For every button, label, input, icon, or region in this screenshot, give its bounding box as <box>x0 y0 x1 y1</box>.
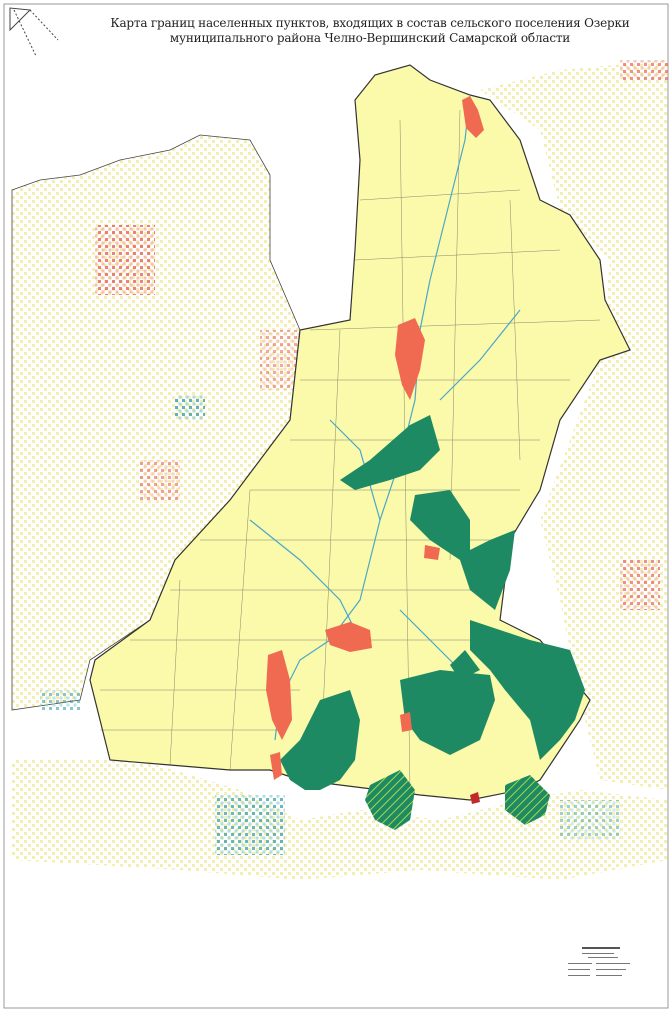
map-title: Карта границ населенных пунктов, входящи… <box>90 16 650 46</box>
forest-area <box>410 490 515 610</box>
cultivated-forest-area <box>505 775 550 825</box>
cultivated-forest-area <box>365 770 415 830</box>
north-arrow-icon <box>9 7 59 57</box>
settlement-area <box>270 752 282 780</box>
forest-area <box>280 690 360 790</box>
patch-teal <box>175 395 205 420</box>
patch-red <box>95 225 155 295</box>
forest-area <box>340 415 440 490</box>
patch-red <box>620 60 668 80</box>
patch-red <box>140 460 180 500</box>
settlement-area <box>424 545 440 560</box>
settlement-area <box>470 792 480 804</box>
forest-area <box>450 650 480 680</box>
patch-red <box>620 560 660 610</box>
settlement-area <box>462 96 484 138</box>
settlement-area <box>400 712 412 732</box>
neighbour-territory-west <box>11 134 301 711</box>
forest-area <box>400 670 495 755</box>
patch-teal <box>40 690 80 710</box>
forest-area <box>470 620 585 760</box>
settlement-area <box>266 650 292 740</box>
map-title-line-2: муниципального района Челно-Вершинский С… <box>169 31 571 45</box>
patch-teal <box>215 795 285 855</box>
map-title-line-1: Карта границ населенных пунктов, входящи… <box>110 16 630 30</box>
settlement-area <box>325 622 372 652</box>
patch-teal <box>560 800 620 840</box>
legend-block <box>568 947 630 976</box>
settlement-area <box>395 318 425 400</box>
neighbour-territory-south <box>12 760 668 880</box>
